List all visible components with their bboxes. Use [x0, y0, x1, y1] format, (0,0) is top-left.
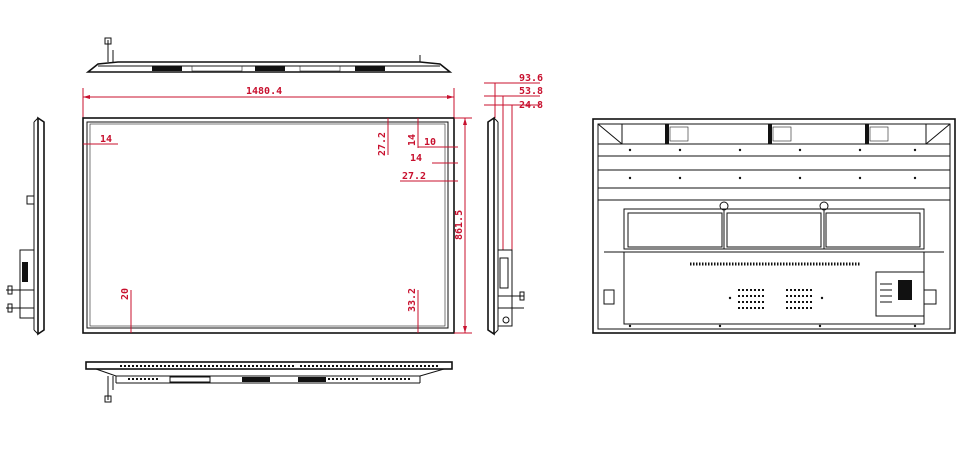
dim-overall-width: 1480.4 — [246, 86, 282, 97]
dim-depth-total: 93.6 — [519, 73, 543, 84]
dim-bezel-top-right: 14 — [407, 134, 418, 146]
dim-bezel-bottom-right: 33.2 — [407, 288, 418, 312]
rear-screws-top — [628, 148, 917, 180]
bottom-view — [85, 361, 453, 403]
left-side-view — [6, 116, 45, 336]
dim-overall-height: 861.5 — [454, 210, 465, 240]
dim-bezel-inner-top: 27.2 — [402, 171, 426, 182]
rear-vents — [738, 289, 814, 309]
rear-view — [592, 118, 956, 334]
depth-dimensions: 93.6 53.8 24.8 — [484, 73, 543, 250]
dim-bezel-right: 10 — [424, 137, 436, 148]
top-view — [85, 37, 453, 73]
dim-depth-mid: 53.8 — [519, 86, 543, 97]
right-side-view — [487, 116, 525, 336]
dim-bezel-bottom-left: 20 — [120, 288, 131, 300]
dim-depth-panel: 24.8 — [519, 100, 543, 111]
dim-bezel-inner-right: 14 — [410, 153, 422, 164]
front-view: 1480.4 861.5 14 27.2 14 10 14 27.2 20 — [82, 86, 472, 334]
dim-bezel-left: 14 — [100, 134, 112, 145]
dim-bezel-top: 27.2 — [377, 132, 388, 156]
